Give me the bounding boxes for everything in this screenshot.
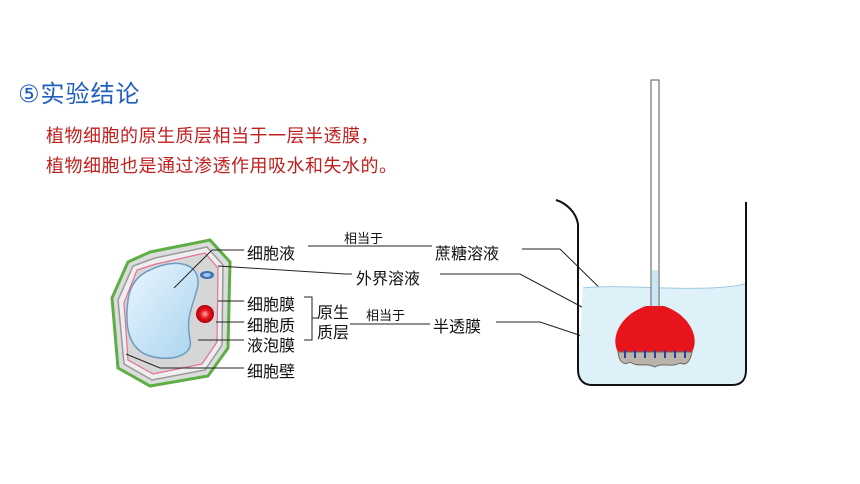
funnel-body — [615, 306, 695, 352]
label-tonoplast: 液泡膜 — [247, 336, 296, 355]
label-sucrose-solution: 蔗糖溶液 — [435, 244, 500, 263]
label-cell-sap: 细胞液 — [247, 244, 296, 263]
label-equivalent-top: 相当于 — [344, 232, 384, 247]
section-heading: ⑤实验结论 — [18, 74, 141, 109]
plant-cell — [110, 238, 232, 388]
heading-number: ⑤ — [18, 80, 41, 108]
label-cell-membrane: 细胞膜 — [247, 295, 296, 314]
conclusion-line-2: 植物细胞也是通过渗透作用吸水和失水的。 — [46, 156, 398, 177]
label-cytoplasm: 细胞质 — [247, 316, 296, 335]
label-equivalent-mid: 相当于 — [366, 309, 406, 324]
label-semipermeable: 半透膜 — [433, 317, 482, 336]
vacuole-shape — [126, 262, 199, 360]
membrane — [617, 351, 693, 368]
nucleus-shape — [196, 305, 214, 323]
label-protoplast-1: 原生 — [317, 303, 350, 322]
conclusion-line-1: 植物细胞的原生质层相当于一层半透膜， — [46, 126, 379, 147]
label-external-solution: 外界溶液 — [356, 269, 421, 288]
beaker-outline — [555, 199, 747, 386]
osmosis-funnel — [615, 79, 695, 368]
heading-title: 实验结论 — [40, 80, 141, 108]
label-protoplast-2: 质层 — [317, 323, 350, 342]
label-cell-wall: 细胞壁 — [247, 362, 296, 381]
